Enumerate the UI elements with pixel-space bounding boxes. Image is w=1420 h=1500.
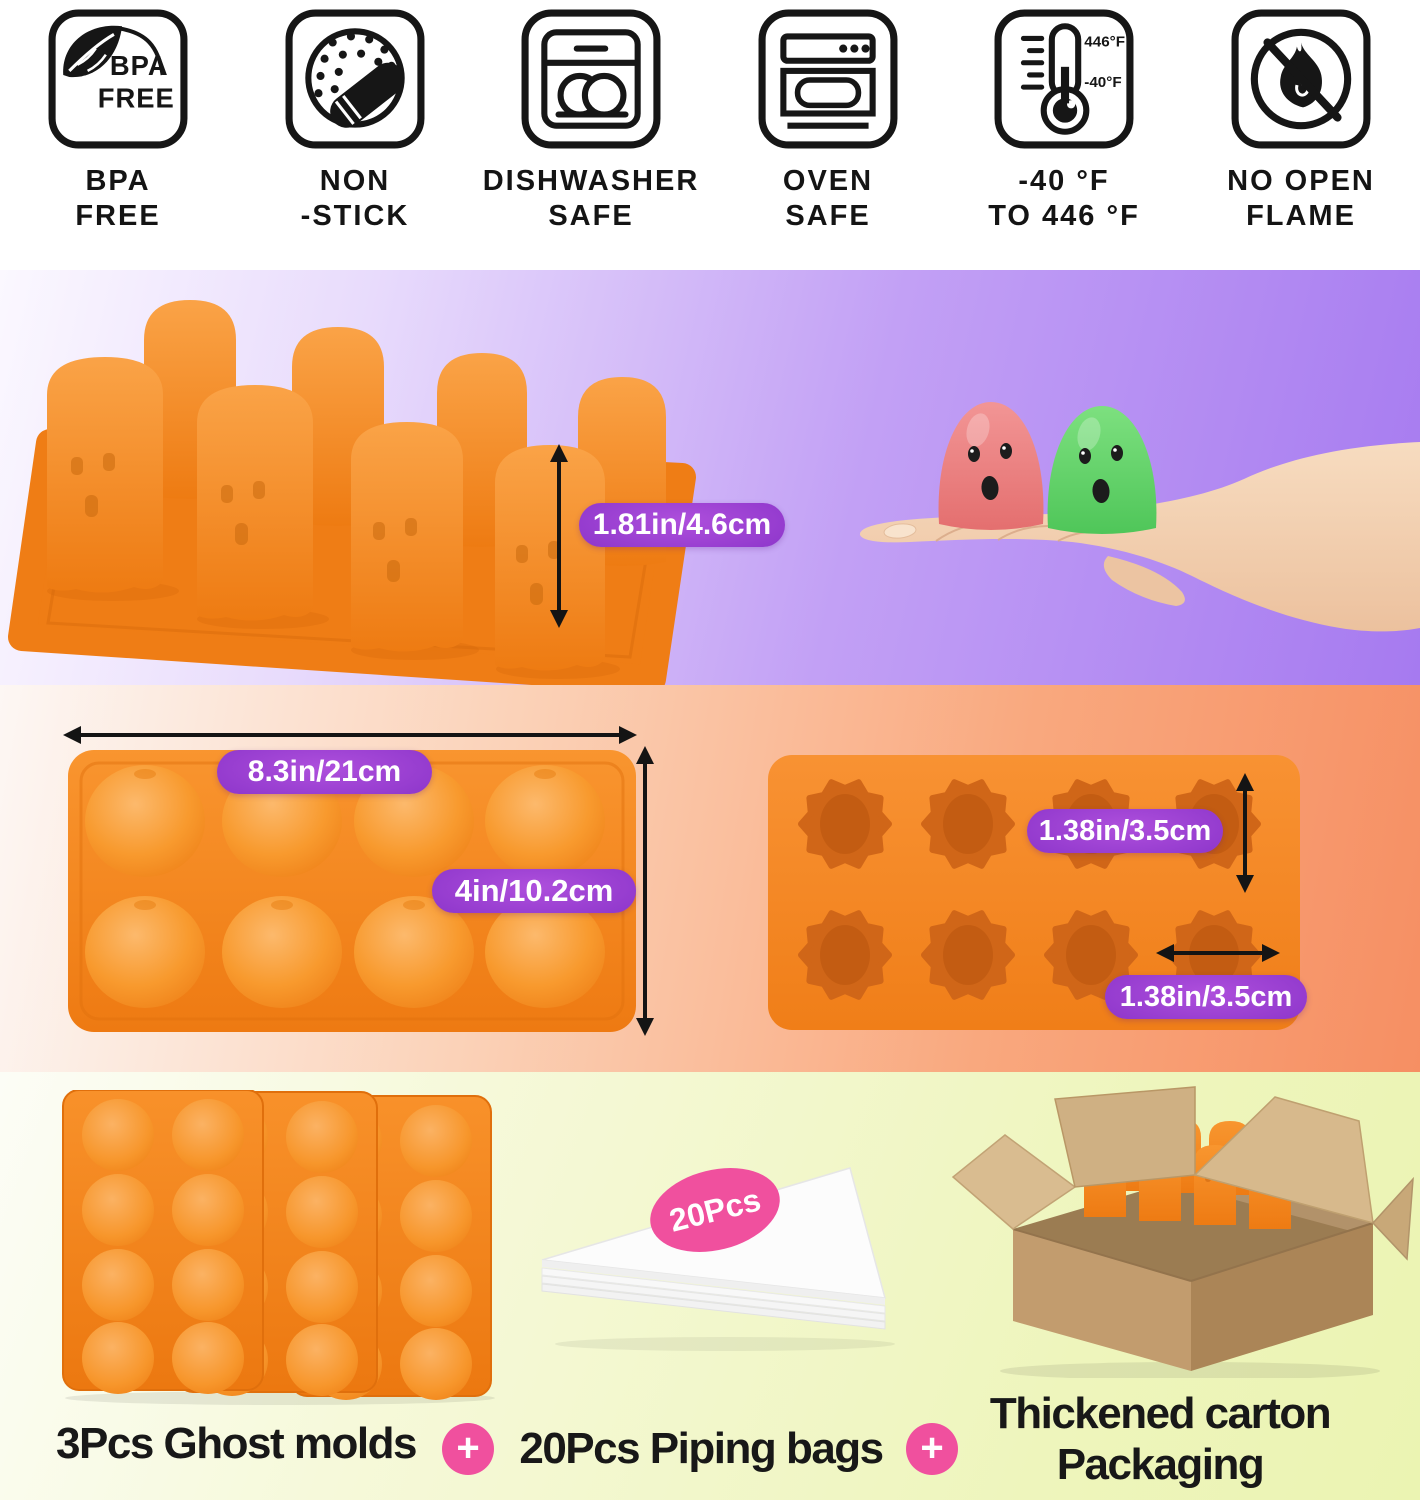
three-molds-photo (62, 1090, 495, 1405)
non-stick-icon (285, 9, 425, 149)
svg-text:FREE: FREE (98, 82, 175, 113)
no-open-flame-icon (1231, 9, 1371, 149)
cavity-height-arrow (1236, 773, 1254, 893)
mold-top-view-photo (68, 750, 636, 1032)
plus-sign: + (456, 1425, 480, 1470)
feature-non-stick: NON-STICK (237, 8, 473, 234)
svg-text:BPA: BPA (110, 50, 169, 81)
plus-sign: + (920, 1425, 944, 1470)
cavity-width-pill: 1.38in/3.5cm (1105, 975, 1307, 1019)
ghost-mold-photo (8, 300, 696, 685)
mold-width-arrow (63, 726, 637, 744)
plus-icon: + (906, 1423, 958, 1475)
feature-label: NON-STICK (300, 165, 410, 232)
carton-caption-line2: Packaging (1056, 1440, 1265, 1489)
piping-bags-count-badge: 20Pcs (650, 1168, 780, 1252)
dishwasher-safe-icon (521, 9, 661, 149)
ghost-height-arrow (550, 444, 568, 628)
piping-bags-caption: 20Pcs Piping bags (519, 1424, 884, 1473)
carton-caption-line1: Thickened carton (989, 1389, 1332, 1438)
svg-text:-40°F: -40°F (1084, 74, 1121, 91)
mold-depth-arrow (636, 746, 654, 1036)
svg-text:446°F: 446°F (1084, 34, 1125, 51)
plus-icon: + (442, 1423, 494, 1475)
ghost-molds-caption: 3Pcs Ghost molds (56, 1419, 417, 1468)
cavity-height-pill: 1.38in/3.5cm (1027, 809, 1223, 853)
carton-caption: Thickened carton Packaging (950, 1388, 1370, 1490)
ghost-height-pill: 1.81in/4.6cm (579, 503, 785, 547)
temperature-range-icon: 446°F -40°F (994, 9, 1134, 149)
bpa-free-icon: BPA FREE (48, 9, 188, 149)
mold-width-pill: 8.3in/21cm (217, 750, 432, 794)
mold-depth-pill: 4in/10.2cm (432, 869, 636, 913)
oven-safe-icon (758, 9, 898, 149)
cavity-width-arrow (1156, 944, 1280, 962)
carton-box-photo (951, 1086, 1414, 1378)
hand-with-ghosts-photo (859, 402, 1420, 632)
piping-bags-photo: 20Pcs (541, 1167, 895, 1351)
